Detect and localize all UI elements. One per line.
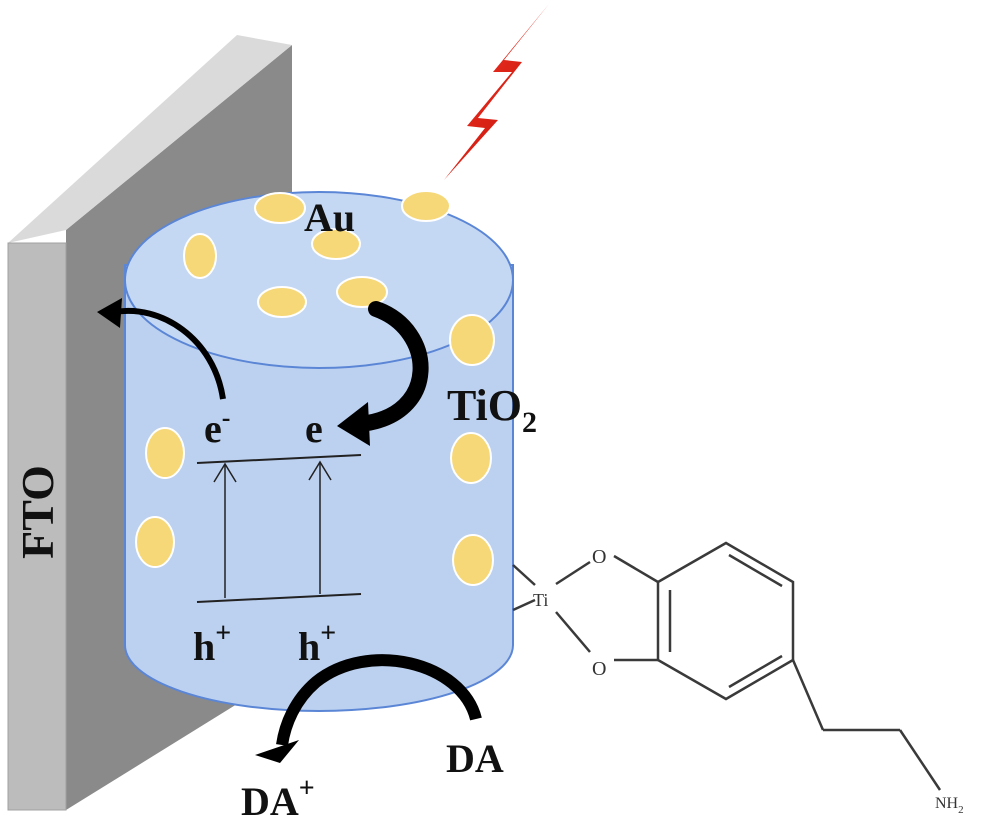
da-plus-charge: + (299, 773, 315, 804)
au-particle (449, 314, 495, 366)
benzene-double-bond (728, 553, 783, 588)
au-particle (257, 286, 307, 318)
amine-symbol: NH (935, 795, 959, 812)
o-ring-bond-top (613, 554, 659, 584)
dopamine-ti-complex (512, 541, 942, 791)
electron-to-fto-arrowhead-icon (97, 298, 122, 328)
excitation-arrowhead-left (213, 462, 237, 483)
hole-left-charge: + (215, 618, 231, 649)
excitation-arrowhead-right (308, 460, 332, 481)
amine-subscript: 2 (958, 804, 964, 816)
ti-surface-bond (512, 598, 536, 612)
electron-left-symbol: e (204, 406, 222, 451)
au-particle (254, 192, 306, 224)
atom-o-bottom: O (592, 658, 606, 680)
electron-to-fto-arrow (114, 307, 226, 400)
benzene-double-bond (728, 654, 783, 689)
ti-surface-bond (512, 564, 536, 586)
electron-right-label: e (305, 406, 323, 451)
hole-right-charge: + (320, 618, 336, 649)
electron-left-charge: - (222, 403, 231, 432)
ti-o-bond-top (555, 560, 591, 586)
au-particle (401, 190, 451, 222)
fto-label: FTO (12, 465, 63, 559)
benzene-ring (656, 541, 795, 701)
fto-slab-front (7, 242, 67, 811)
atom-o-top: O (592, 546, 606, 568)
au-particle (452, 534, 494, 586)
fto-slab-top (8, 35, 292, 243)
au-particle (336, 276, 388, 308)
au-label: Au (304, 195, 355, 240)
da-oxidation-arrowhead-icon (255, 740, 299, 763)
ti-o-bond-bottom (555, 611, 591, 653)
au-particle (145, 427, 185, 479)
au-particle (135, 516, 175, 568)
da-oxidation-arrow (276, 654, 482, 746)
au-particle (311, 228, 361, 260)
amine-group: NH2 (935, 795, 964, 816)
tio2-formula: TiO (447, 381, 522, 430)
da-plus-label: DA+ (241, 773, 315, 822)
tio2-subscript: 2 (522, 406, 537, 439)
da-plus-symbol: DA (241, 779, 299, 822)
valence-band-line (196, 593, 362, 603)
hole-right-label: h+ (298, 618, 336, 669)
au-nanoparticles (135, 190, 495, 586)
light-bolt-icon (444, 4, 549, 180)
au-to-cb-arrow (352, 301, 429, 432)
da-label: DA (446, 736, 504, 781)
excitation-arrows (213, 460, 332, 598)
electron-left-label: e- (204, 403, 230, 451)
au-particle (183, 233, 217, 279)
hole-left-symbol: h (193, 624, 215, 669)
atom-ti: Ti (533, 590, 548, 610)
tio2-label: TiO2 (447, 381, 537, 439)
hole-right-symbol: h (298, 624, 320, 669)
conduction-band-line (196, 454, 362, 464)
hole-left-label: h+ (193, 618, 231, 669)
au-to-cb-arrowhead-icon (337, 402, 370, 446)
au-particle (450, 432, 492, 484)
side-chain-bond (791, 659, 825, 731)
cylinder-top (124, 191, 514, 369)
side-chain-bond (898, 729, 942, 791)
